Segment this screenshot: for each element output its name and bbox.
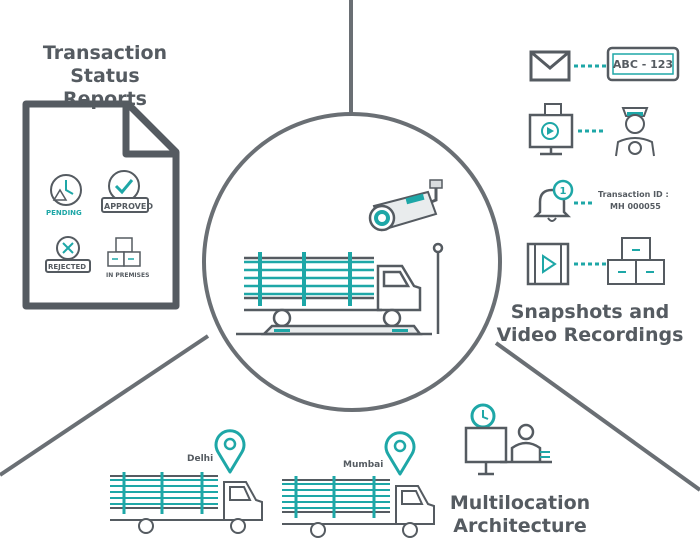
transaction-id-value: MH 000055 [610, 202, 661, 211]
status-in-premises: IN PREMISES [106, 272, 150, 279]
title-line: Architecture [453, 515, 587, 538]
bell-count: 1 [560, 186, 567, 197]
truck-icon [282, 476, 435, 538]
title-transaction-status: Transaction Status Reports [25, 42, 185, 112]
truck-icon [110, 472, 263, 534]
approved-stamp-icon [101, 170, 149, 213]
plate-text: ABC - 123 [613, 58, 673, 71]
divider-lines [0, 0, 700, 492]
film-icon [526, 242, 570, 286]
location-pin-icon [214, 429, 246, 474]
monitor-video-icon [528, 103, 574, 156]
operator-desk-icon [464, 403, 552, 476]
title-line: Transaction [42, 42, 168, 64]
title-multilocation: Multilocation Architecture [440, 492, 600, 538]
boxes-icon [607, 237, 665, 285]
status-approved: APPROVED [104, 202, 153, 211]
status-rejected: REJECTED [48, 263, 87, 271]
title-line: Multilocation [449, 492, 591, 514]
weighbridge-truck-icon [236, 242, 444, 336]
transaction-id-label: Transaction ID : [598, 190, 669, 199]
rejected-stamp-icon [45, 236, 91, 273]
title-line: Snapshots and [510, 301, 670, 323]
license-plate-icon: ABC - 123 [606, 46, 680, 82]
location-label-delhi: Delhi [187, 454, 213, 464]
envelope-icon [529, 50, 571, 82]
location-pin-icon [384, 431, 416, 476]
cctv-camera-icon [368, 179, 443, 232]
title-line: Status Reports [63, 65, 147, 111]
status-pending: PENDING [46, 209, 82, 217]
bell-icon: 1 [532, 179, 574, 222]
location-label-mumbai: Mumbai [343, 460, 383, 470]
title-snapshots: Snapshots and Video Recordings [490, 301, 690, 347]
boxes-icon [107, 237, 141, 267]
driver-icon [615, 107, 655, 157]
title-line: Video Recordings [496, 324, 684, 347]
clock-icon [50, 174, 82, 206]
